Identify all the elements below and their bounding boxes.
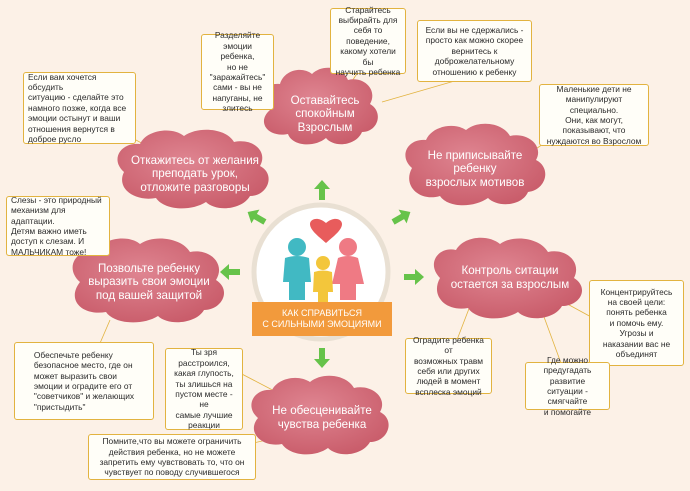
note-tears: Слезы - это природный механизм для адапт… [6, 195, 110, 257]
note-protect: Оградите ребенка от возможных травм себя… [405, 335, 492, 397]
note-concentrate: Концентрируйтесь на своей цели: понять р… [589, 280, 684, 366]
cloud-calm-adult [262, 67, 378, 145]
center-banner: КАК СПРАВИТЬСЯ С СИЛЬНЫМИ ЭМОЦИЯМИ [252, 302, 392, 336]
note-upset: Ты зря расстроился, какая глупость, ты з… [165, 347, 243, 430]
note-share-emotions: Разделяйте эмоции ребенка, но не "заража… [201, 30, 274, 113]
arrow-down-icon [314, 348, 330, 368]
note-discuss: Если вам хочется обсудить ситуацию - сде… [23, 72, 136, 144]
arrow-up-right-icon [391, 209, 411, 225]
note-limit: Помните,что вы можете ограничить действи… [88, 434, 256, 480]
cloud-no-adult-motives [405, 123, 546, 206]
arrow-left-icon [220, 264, 240, 280]
cloud-label-dont-devalue: Не обесценивайте чувства ребенка [272, 404, 372, 431]
note-return: Если вы не сдержались - просто как можно… [417, 20, 532, 82]
arrow-up-icon [314, 180, 330, 200]
note-foresee: Где можно предугадать развитие ситуации … [525, 355, 610, 417]
note-behave: Старайтесь выбирайть для себя то поведен… [330, 5, 406, 77]
cloud-label-no-lesson: Откажитесь от желания преподать урок, от… [131, 153, 259, 194]
arrows [220, 180, 424, 368]
cloud-label-let-express: Позвольте ребенку выразить свои эмоции п… [88, 261, 210, 302]
cloud-let-express [72, 238, 225, 323]
arrow-up-left-icon [247, 209, 267, 225]
cloud-label-control: Контроль ситации остается за взрослым [450, 264, 570, 291]
cloud-control [433, 237, 583, 319]
family-heart-icon [283, 218, 364, 302]
cloud-label-no-adult-motives: Не приписывайте ребенку взрослых мотивов [425, 148, 525, 189]
cloud-no-lesson [117, 129, 269, 209]
cloud-dont-devalue [251, 375, 389, 455]
note-safe-place: Обеспечьте ребенку безопасное место, где… [14, 342, 154, 420]
note-manipulate: Маленькие дети не манипулируют специальн… [539, 84, 649, 146]
arrow-right-icon [404, 269, 424, 285]
cloud-label-calm-adult: Оставайтесь спокойным Взрослым [290, 93, 360, 134]
